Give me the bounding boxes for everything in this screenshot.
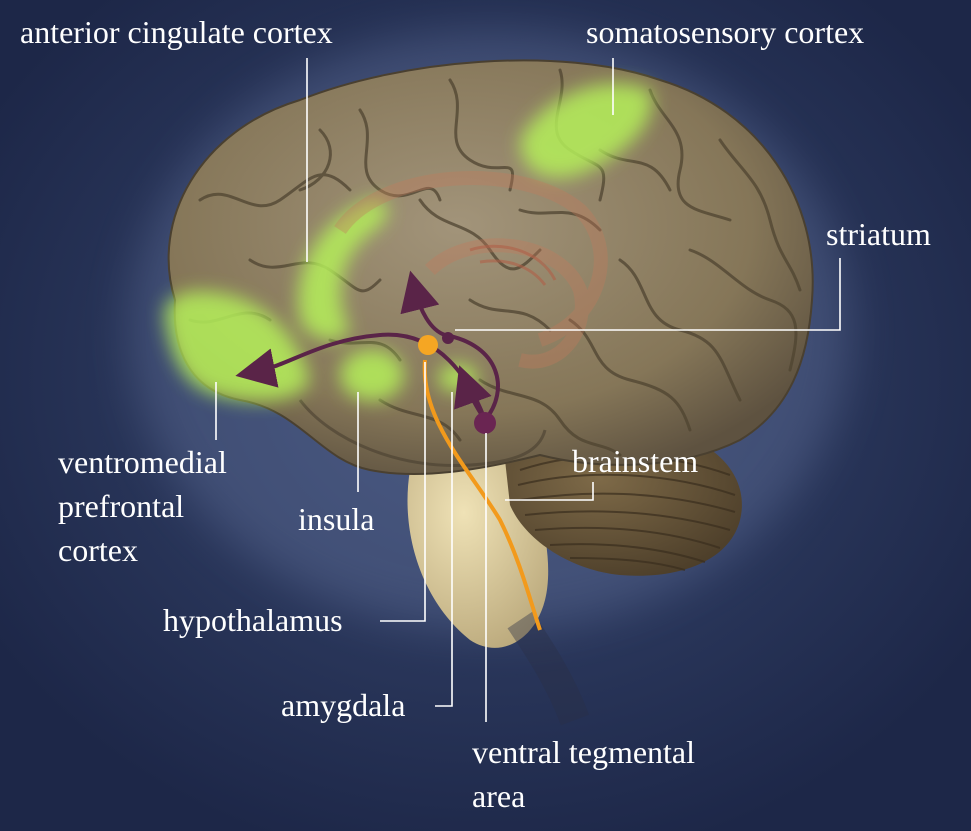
label-vta-line-1: ventral tegmental bbox=[472, 734, 696, 770]
highlight-regions bbox=[164, 83, 652, 402]
label-anterior-cingulate-cortex: anterior cingulate cortex bbox=[20, 14, 333, 50]
label-striatum: striatum bbox=[826, 216, 931, 252]
vta-to-striatum-pathway bbox=[400, 270, 500, 422]
label-hypothalamus: hypothalamus bbox=[163, 602, 343, 638]
label-ventromedial-prefrontal-cortex: ventromedial prefrontal cortex bbox=[58, 440, 227, 572]
label-amygdala: amygdala bbox=[281, 687, 406, 723]
label-somatosensory-cortex: somatosensory cortex bbox=[586, 14, 865, 50]
vta-node bbox=[474, 412, 496, 434]
label-vmpfc-line-1: ventromedial bbox=[58, 444, 227, 480]
label-brainstem: brainstem bbox=[572, 443, 699, 479]
label-vmpfc-line-2: prefrontal bbox=[58, 488, 185, 524]
anterior-cingulate-region bbox=[298, 199, 388, 341]
hypothalamus-node bbox=[418, 335, 438, 355]
label-ventral-tegmental-area: ventral tegmental area bbox=[472, 730, 695, 818]
striatum-node bbox=[442, 332, 454, 344]
label-vmpfc-line-3: cortex bbox=[58, 532, 138, 568]
insula-region bbox=[340, 349, 404, 401]
leader-lines bbox=[215, 58, 841, 722]
label-insula: insula bbox=[298, 501, 375, 537]
dopamine-pathway bbox=[422, 359, 542, 631]
somatosensory-region bbox=[520, 83, 652, 178]
label-vta-line-2: area bbox=[472, 778, 526, 814]
